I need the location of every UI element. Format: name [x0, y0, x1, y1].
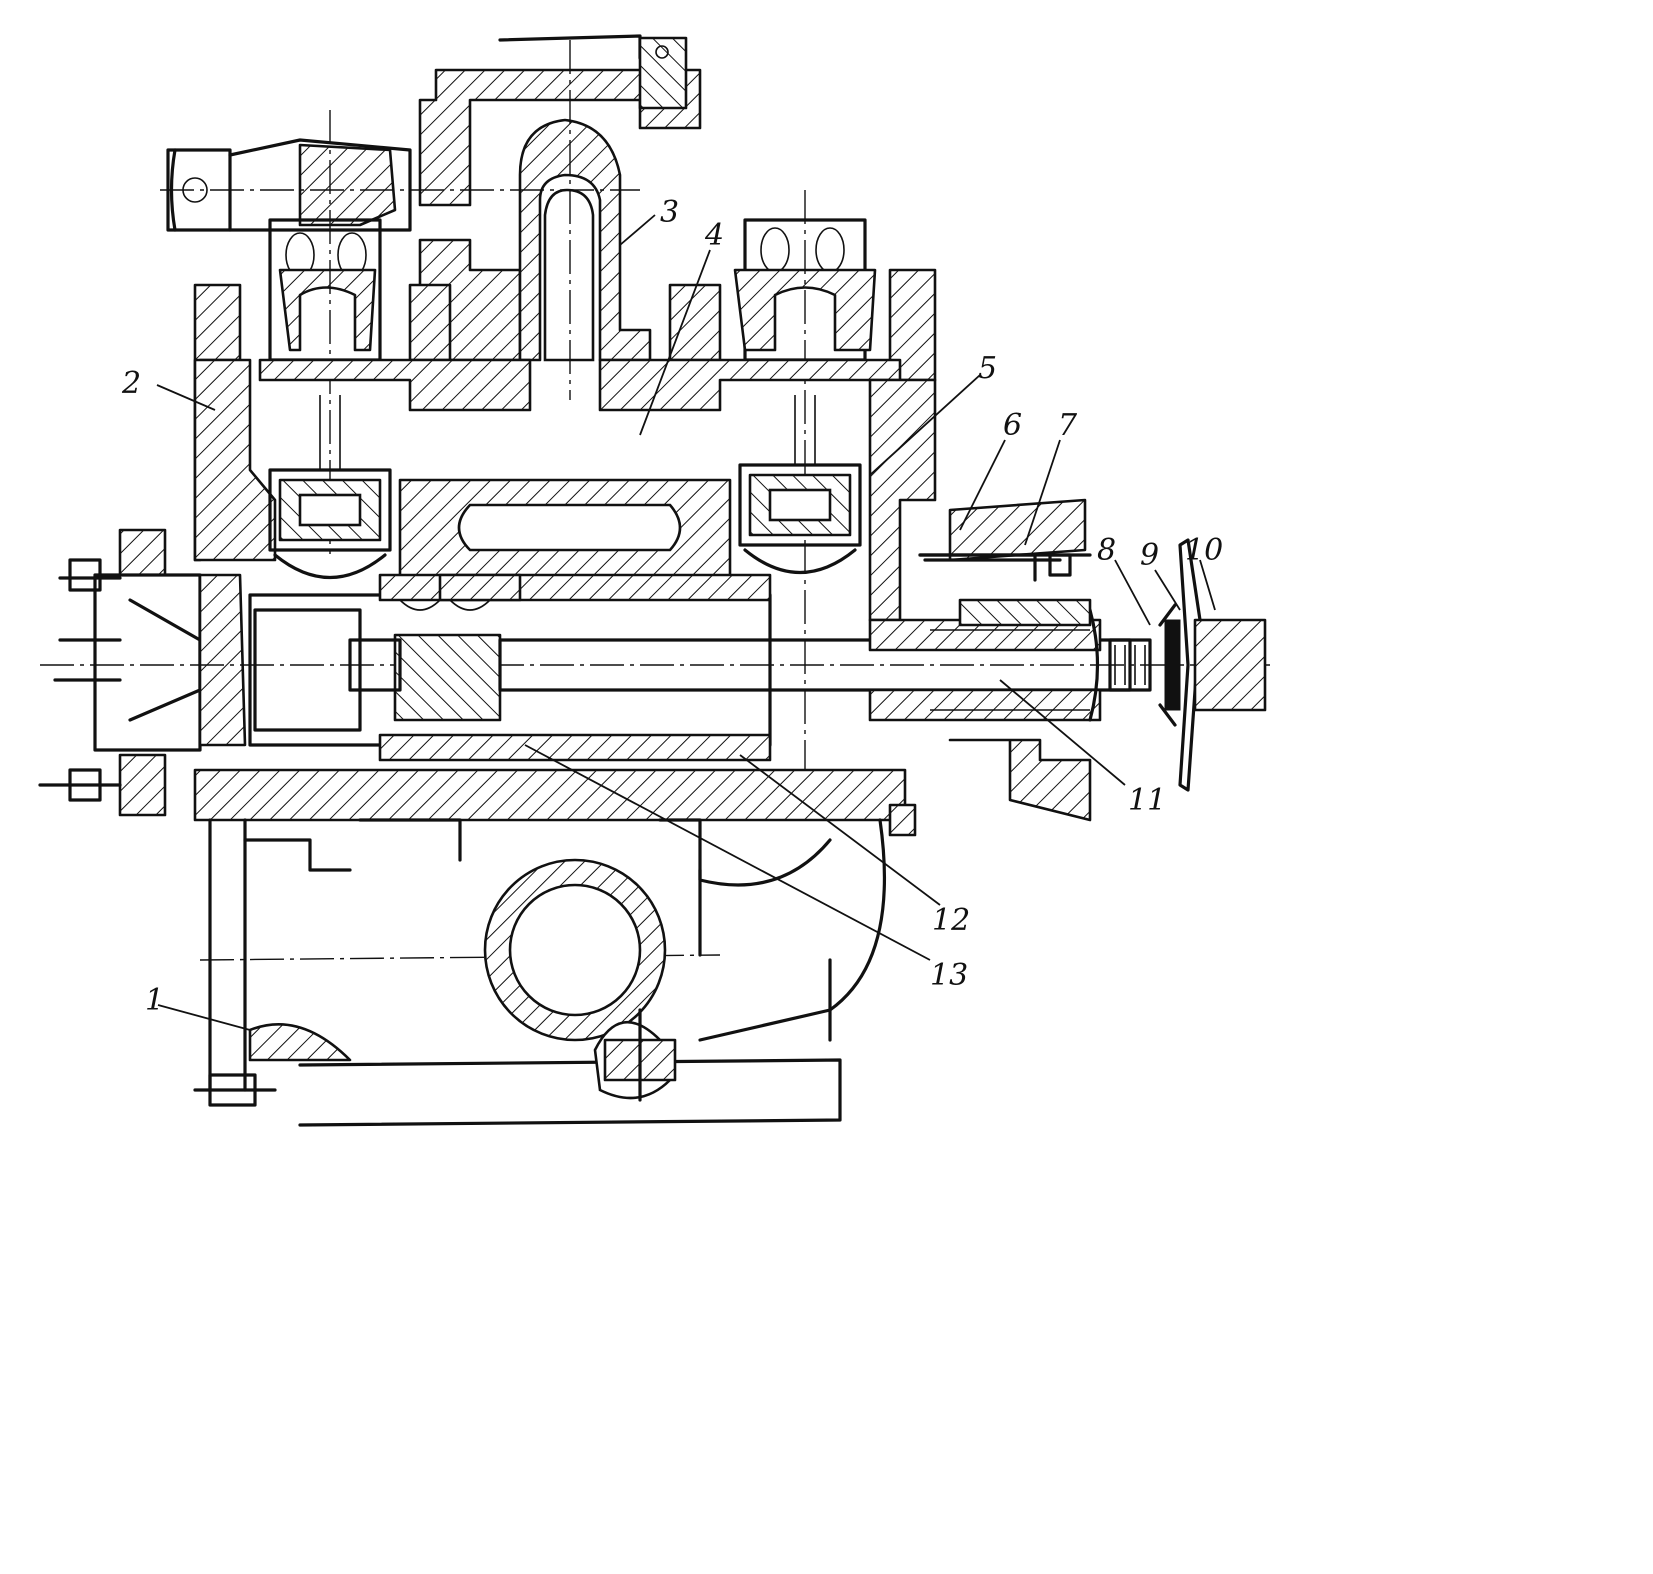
callout-12: 12 — [932, 903, 970, 938]
rod-end-fittings — [1108, 538, 1267, 792]
callout-2: 2 — [121, 366, 141, 401]
left-cover — [38, 528, 1270, 817]
callout-13: 13 — [930, 958, 968, 993]
callout-11: 11 — [1128, 783, 1166, 818]
callout-6: 6 — [1003, 408, 1022, 443]
drive-pulley — [160, 138, 640, 232]
callout-4: 4 — [704, 218, 724, 253]
piston-assembly — [248, 573, 1132, 762]
callout-3: 3 — [660, 195, 679, 230]
callout-8: 8 — [1097, 533, 1116, 568]
callout-10: 10 — [1185, 533, 1223, 568]
callout-9: 9 — [1140, 538, 1159, 573]
callout-5: 5 — [978, 351, 997, 386]
leader-lines — [156, 214, 1216, 1031]
frame-base — [193, 768, 917, 1127]
top-valve-housing — [418, 34, 702, 362]
callout-1: 1 — [145, 983, 164, 1018]
right-gland — [868, 498, 1102, 822]
callout-7: 7 — [1058, 408, 1078, 443]
callouts: 1 2 3 4 5 6 7 8 9 10 11 12 13 — [121, 195, 1223, 1018]
cylinder-body — [193, 40, 937, 622]
